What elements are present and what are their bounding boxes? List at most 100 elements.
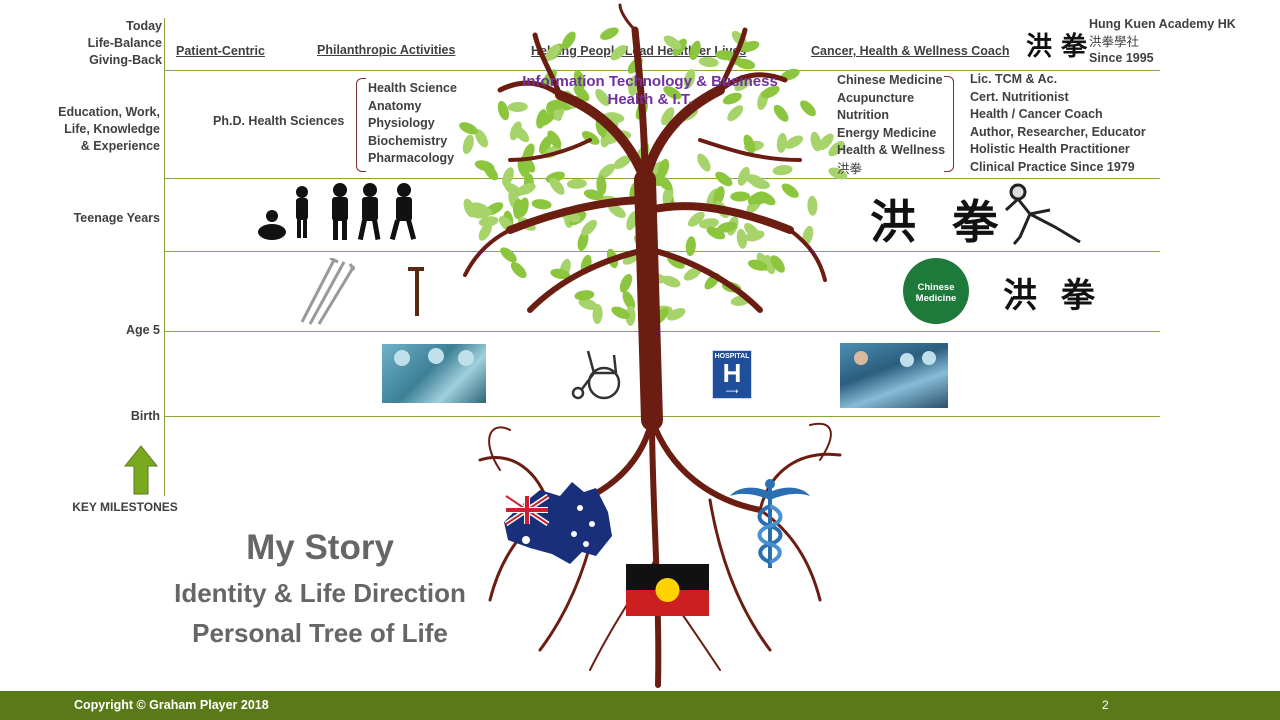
leaf xyxy=(507,101,528,113)
leaf xyxy=(722,92,742,105)
caduceus-icon xyxy=(730,479,810,568)
leaf xyxy=(561,31,576,50)
leaf xyxy=(581,131,600,145)
leaf xyxy=(697,153,711,172)
leaf xyxy=(545,44,560,62)
leaf xyxy=(550,268,571,280)
leaf xyxy=(573,70,586,90)
leaf xyxy=(683,266,702,281)
tree-of-life-illustration xyxy=(459,3,848,688)
leaf xyxy=(598,163,616,179)
leaf xyxy=(510,262,527,279)
leaf xyxy=(573,85,590,102)
wheelchair-image xyxy=(571,350,621,400)
leaf xyxy=(761,85,780,99)
leaf xyxy=(475,129,488,148)
leaf xyxy=(463,198,476,218)
leaf xyxy=(744,223,760,239)
story-title: My Story xyxy=(246,528,394,567)
leaf xyxy=(685,236,696,257)
leaf xyxy=(546,99,567,110)
leaf xyxy=(474,160,495,172)
leaf xyxy=(549,178,565,195)
leaf xyxy=(807,195,818,216)
leaf xyxy=(566,178,587,189)
leaf xyxy=(727,105,744,122)
leaf xyxy=(574,290,595,301)
page-number: 2 xyxy=(1102,698,1109,712)
leaf xyxy=(828,140,845,157)
hung-kuen-academy: Hung Kuen Academy HK 洪拳學社 Since 1995 xyxy=(1089,17,1236,65)
leaf xyxy=(536,109,548,129)
leaf xyxy=(611,306,631,319)
martial-artist-image xyxy=(1004,183,1081,245)
leaf xyxy=(619,273,633,293)
leaf xyxy=(689,40,701,61)
leaf xyxy=(628,76,639,97)
surgery-photo-2 xyxy=(840,343,948,408)
hung-kuen-glyphs-top: 洪 拳 xyxy=(1026,32,1088,62)
leaf xyxy=(610,45,627,61)
header-cancer-coach: Cancer, Health & Wellness Coach xyxy=(811,44,1010,58)
leaf xyxy=(784,135,804,149)
leaf xyxy=(622,290,635,310)
leaf xyxy=(547,130,562,149)
label-birth: Birth xyxy=(130,409,160,423)
story-subtitle-2: Personal Tree of Life xyxy=(192,618,448,648)
leaf xyxy=(513,126,530,143)
leaf xyxy=(577,231,589,251)
crutches-image xyxy=(300,258,356,325)
divider-age5 xyxy=(164,331,1160,332)
divider-today xyxy=(164,70,1160,71)
leaf xyxy=(592,304,603,325)
leaf xyxy=(699,218,719,229)
hospital-sign: HOSPITAL H ⟶ xyxy=(712,350,752,399)
leaf xyxy=(531,199,552,210)
leaf xyxy=(578,298,598,310)
leaf xyxy=(596,175,607,196)
leaf xyxy=(472,207,492,219)
medicine-list: Chinese Medicine Acupuncture Nutrition E… xyxy=(837,73,946,176)
leaf xyxy=(661,275,681,288)
it-business-text: Information Technology & Business Health… xyxy=(522,73,778,108)
leaf xyxy=(613,155,632,169)
leaf xyxy=(462,134,474,155)
leaf xyxy=(662,185,674,206)
phd-bracket xyxy=(356,78,366,172)
label-education: Education, Work, Life, Knowledge & Exper… xyxy=(58,105,160,153)
leaf xyxy=(747,191,767,205)
leaf xyxy=(497,100,510,121)
timeline-axis xyxy=(164,18,165,496)
leaf xyxy=(684,69,696,89)
leaf xyxy=(717,221,738,233)
medicine-bracket xyxy=(944,76,954,172)
hung-kuen-glyphs-small: 洪 拳 xyxy=(1003,276,1101,316)
phd-label: Ph.D. Health Sciences xyxy=(213,114,345,128)
leaf xyxy=(478,216,499,227)
leaf xyxy=(773,104,789,122)
leaf xyxy=(747,259,768,271)
leaf xyxy=(625,305,636,326)
story-subtitle-1: Identity & Life Direction xyxy=(174,578,466,608)
leaf xyxy=(715,171,733,187)
label-age5: Age 5 xyxy=(125,323,160,337)
leaf xyxy=(500,247,517,263)
leaf xyxy=(740,40,760,53)
leaf xyxy=(600,27,619,40)
surgery-photo-1 xyxy=(382,344,486,403)
aboriginal-flag xyxy=(626,564,709,616)
leaf xyxy=(737,166,750,186)
credentials-list: Lic. TCM & Ac. Cert. Nutritionist Health… xyxy=(970,72,1146,174)
leaf xyxy=(608,204,626,218)
leaf xyxy=(818,133,834,151)
label-teenage: Teenage Years xyxy=(73,211,160,225)
leaf xyxy=(781,183,799,198)
leaf xyxy=(595,88,610,107)
up-arrow-icon xyxy=(123,445,159,495)
leaf xyxy=(581,219,598,236)
leaf xyxy=(706,226,726,240)
leaf xyxy=(504,182,523,197)
leaf xyxy=(656,174,673,191)
leaf xyxy=(513,198,524,219)
leaf xyxy=(776,132,787,153)
